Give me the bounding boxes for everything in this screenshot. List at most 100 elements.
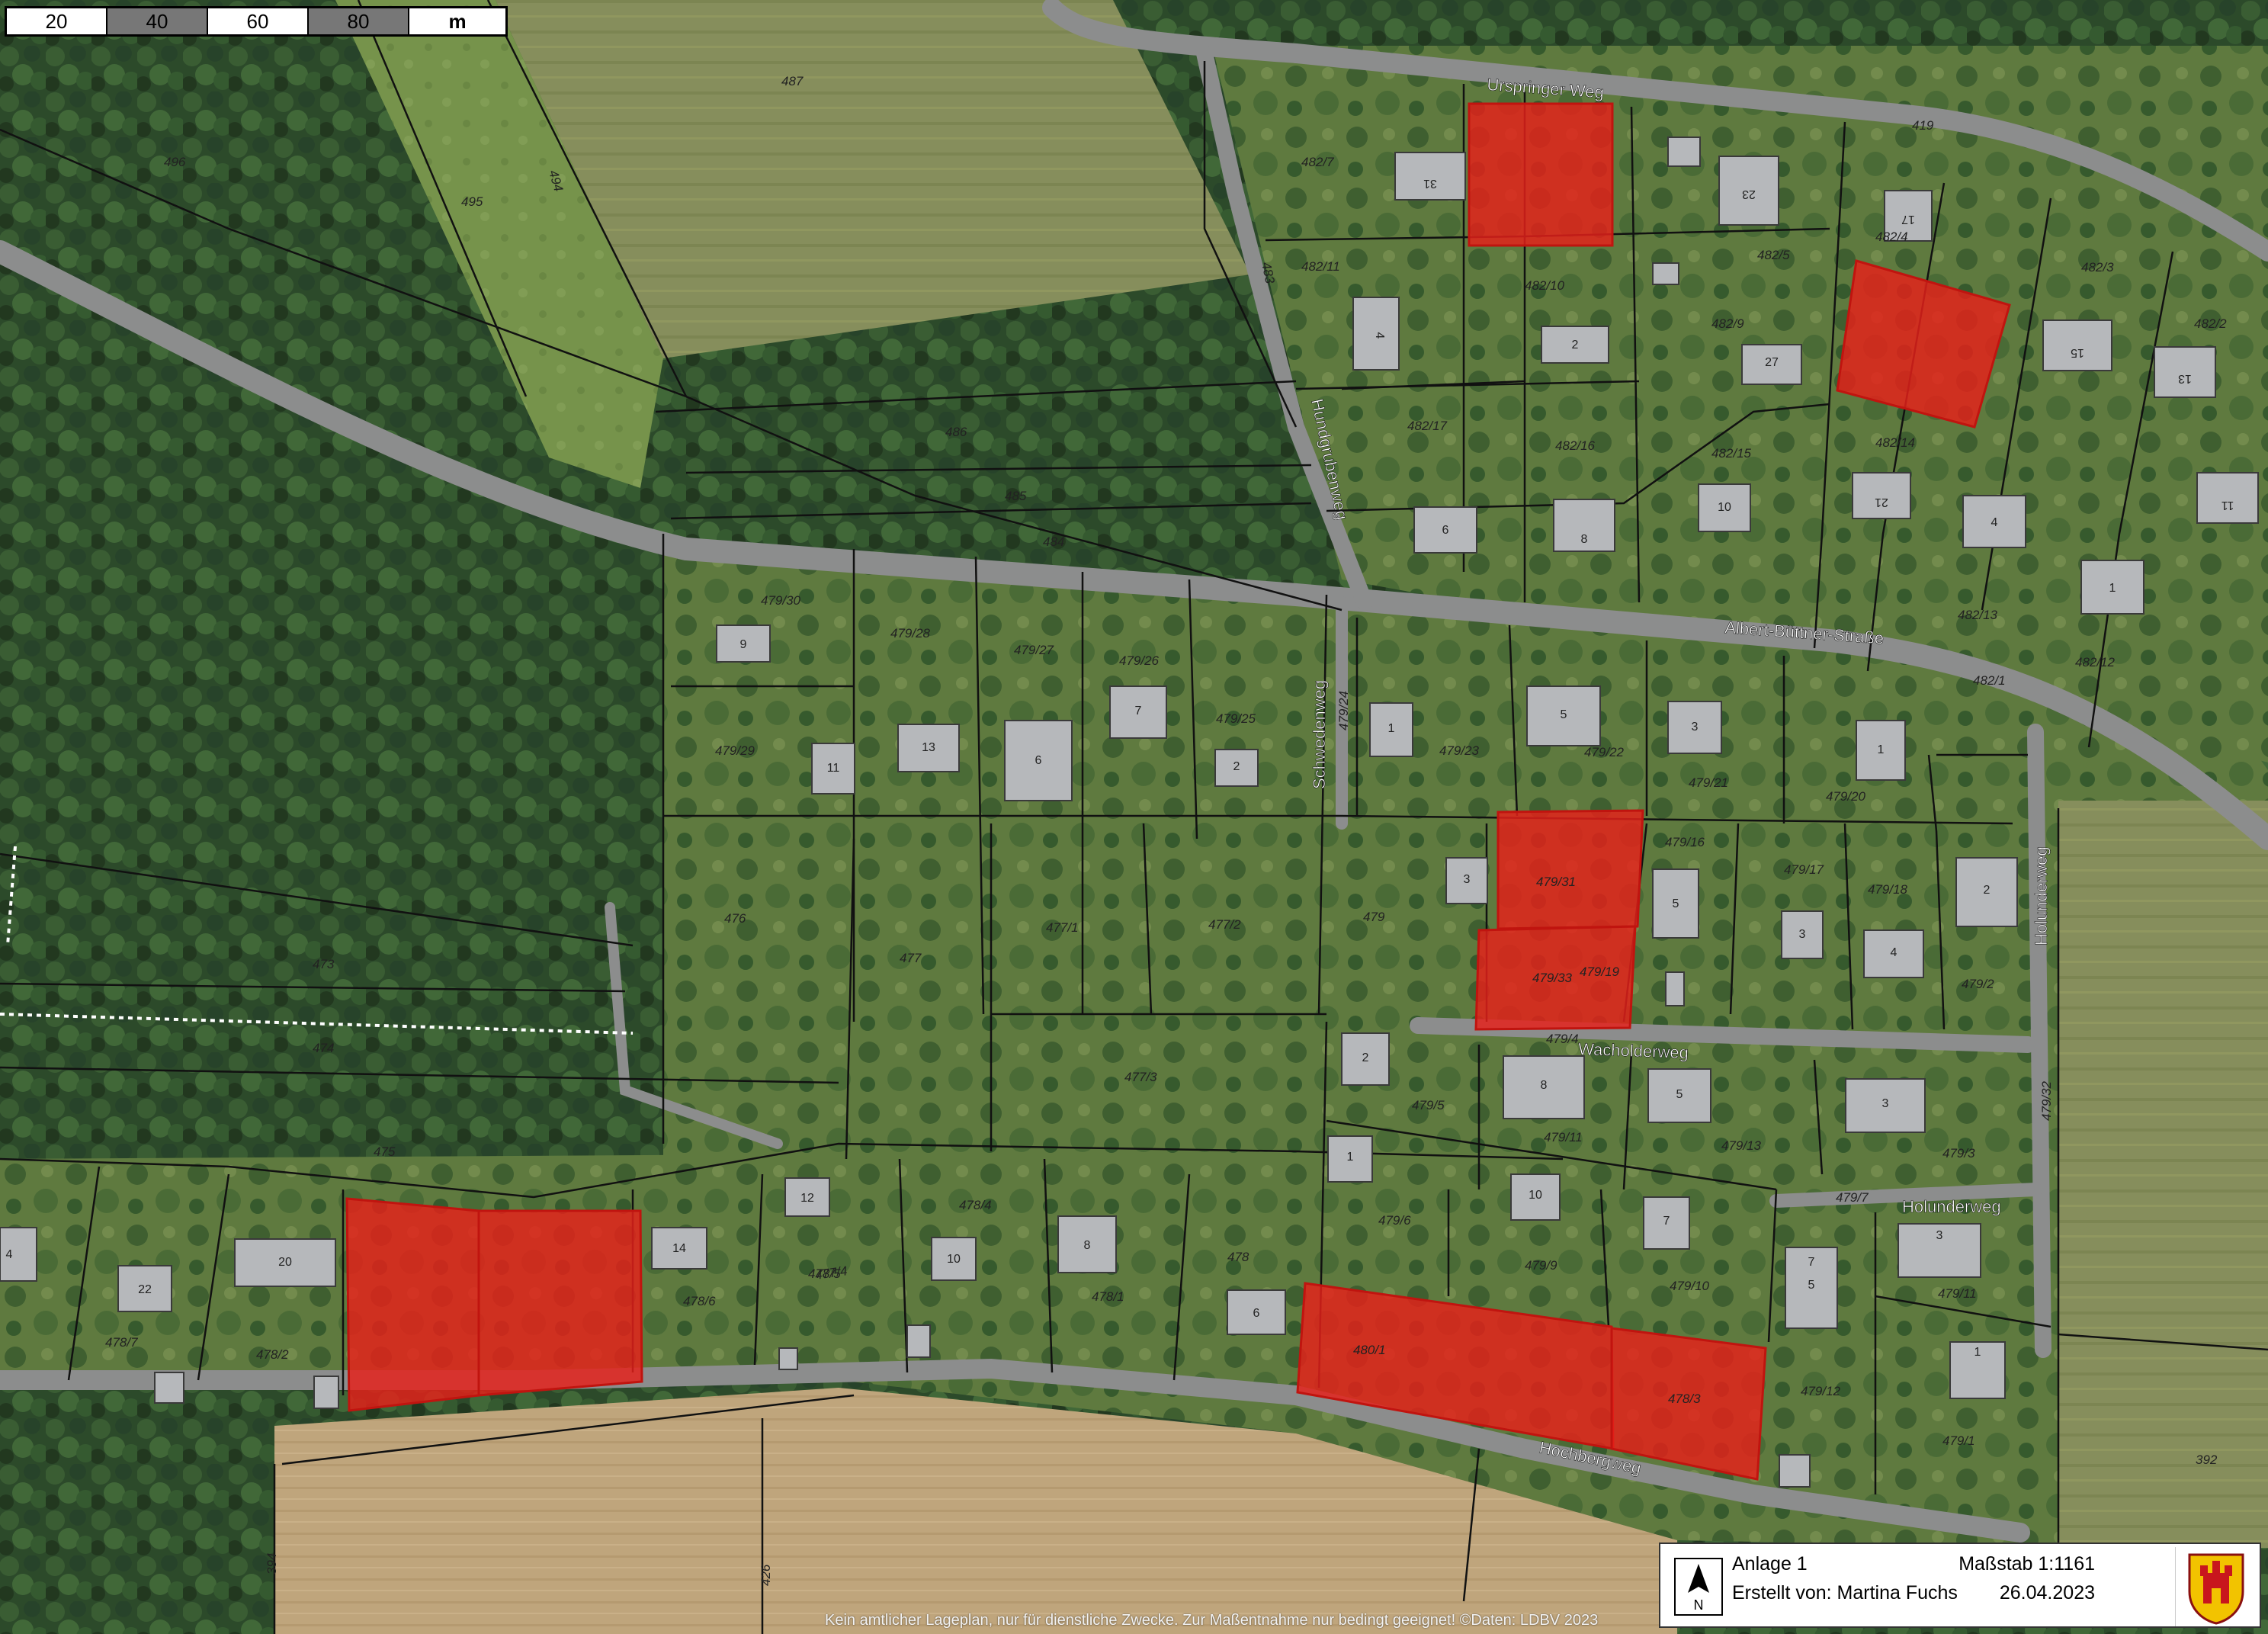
- house-number: 23: [1742, 188, 1756, 201]
- house-number: 3: [1464, 873, 1471, 886]
- scale-bar: 20 40 60 80 m: [5, 6, 508, 37]
- map-date: 26.04.2023: [1999, 1582, 2095, 1604]
- parcel-label: 479/4: [1546, 1032, 1579, 1046]
- parcel-label: 479/12: [1801, 1384, 1841, 1398]
- house-number: 6: [1442, 524, 1449, 537]
- parcel-label: 482/14: [1875, 435, 1915, 450]
- building-1-holunder: [1949, 1341, 2006, 1399]
- building-13-mid: [716, 624, 771, 663]
- house-number: 12: [800, 1192, 814, 1205]
- house-number: 8: [1541, 1079, 1548, 1092]
- house-number: 10: [1529, 1189, 1542, 1202]
- parcel-label: 477/3: [1124, 1070, 1157, 1084]
- parcel-label: 496: [164, 155, 186, 169]
- highlight-parcel-478-east: [477, 1209, 643, 1397]
- shed-7: [778, 1347, 798, 1370]
- building-8-north: [1698, 483, 1751, 532]
- parcel-label: 479/27: [1014, 643, 1054, 657]
- shed-1: [1667, 136, 1701, 167]
- house-number: 27: [1765, 356, 1779, 369]
- coat-of-arms-icon: [2175, 1547, 2257, 1626]
- building-5-wach: [1503, 1055, 1585, 1119]
- house-number: 7: [1663, 1215, 1670, 1228]
- parcel-label: 479/28: [890, 626, 931, 640]
- house-number: 6: [1253, 1307, 1260, 1320]
- parcel-label: 479/2: [1962, 977, 1994, 991]
- parcel-label: 478/1: [1092, 1289, 1124, 1304]
- house-number: 14: [672, 1242, 686, 1255]
- house-number: 6: [1035, 754, 1042, 767]
- parcel-label: 479/9: [1525, 1258, 1557, 1273]
- road-lane-west: [605, 902, 783, 1149]
- house-number: 11: [2221, 499, 2234, 512]
- parcel-label: 482/1: [1973, 673, 2006, 688]
- parcel-label: 484: [1043, 535, 1064, 549]
- building-11: [2196, 472, 2259, 524]
- house-number: 11: [827, 762, 840, 775]
- highlight-parcel-478-west: [345, 1197, 480, 1412]
- house-number: 1: [1974, 1346, 1981, 1359]
- parcel-label: 485: [1005, 489, 1027, 503]
- meadow-strip: [335, 0, 663, 488]
- building-13: [2154, 346, 2216, 398]
- house-number: 7: [1808, 1256, 1815, 1269]
- parcel-label: 479/11: [1938, 1286, 1977, 1301]
- parcel-label: 479/6: [1378, 1213, 1411, 1228]
- parcel-label: 426: [759, 1564, 773, 1586]
- building-1-mid: [1369, 702, 1413, 757]
- building-3-wach: [1647, 1068, 1711, 1123]
- parcel-label: 482/7: [1301, 155, 1334, 169]
- house-number: 3: [1936, 1229, 1943, 1242]
- road-hundgrubenweg: [1196, 45, 1373, 611]
- road-urspringer-weg: [1042, 0, 2268, 262]
- house-number: 7: [1135, 705, 1142, 717]
- parcel-label: 486: [945, 425, 967, 439]
- house-number: 3: [1692, 721, 1699, 734]
- building-6-south: [1652, 868, 1699, 939]
- parcel-label: 478/2: [256, 1347, 289, 1362]
- scale-segment: 20: [7, 8, 107, 34]
- house-number: 5: [1673, 897, 1679, 910]
- house-number: 4: [6, 1248, 13, 1261]
- parcel-label: 479/29: [715, 743, 755, 758]
- parcel-label: 482/11: [1301, 259, 1340, 274]
- map-title: Anlage 1: [1732, 1553, 1808, 1575]
- shed-8: [1665, 971, 1685, 1006]
- building-7-south: [1643, 1196, 1690, 1250]
- building-27: [1541, 326, 1609, 364]
- parcel-label: 479/13: [1721, 1138, 1762, 1153]
- building-21: [1741, 344, 1802, 385]
- parcel-labels: 487 496 495 494 486 485 484 483 419 482/…: [105, 74, 2227, 1586]
- building-4-north: [1352, 297, 1400, 371]
- building-22: [117, 1265, 172, 1312]
- house-number: 15: [2071, 346, 2084, 359]
- house-number: 1: [1878, 743, 1885, 756]
- parcel-label: 479/17: [1784, 862, 1824, 877]
- parcel-label: 480/1: [1353, 1343, 1386, 1357]
- building-4-east: [1962, 495, 2026, 548]
- house-number: 1: [2109, 582, 2116, 595]
- building-2-east: [2080, 560, 2144, 615]
- roads: [0, 0, 2268, 1543]
- road-albert-buettner-strasse: [0, 240, 2268, 850]
- shed-3: [154, 1372, 184, 1404]
- meadow-north: [496, 0, 1250, 358]
- building-1-east: [1856, 720, 1906, 781]
- scale-segment: 60: [208, 8, 309, 34]
- building-8-wach: [1341, 1032, 1390, 1086]
- parcel-label: 482/17: [1407, 419, 1448, 433]
- map-author: Erstellt von: Martina Fuchs: [1732, 1582, 1958, 1604]
- parcel-label: 479: [1363, 910, 1385, 924]
- house-number: 3: [1882, 1097, 1889, 1110]
- house-number: 20: [278, 1256, 292, 1269]
- parcel-label: 419: [1912, 118, 1934, 133]
- house-number: 5: [1561, 708, 1567, 721]
- building-17: [1884, 190, 1933, 242]
- house-number: 8: [1084, 1239, 1091, 1252]
- shed-2: [1652, 262, 1679, 285]
- parcel-label: 476: [724, 911, 746, 926]
- street-label-holunderweg-v: Holunderweg: [2032, 846, 2051, 945]
- street-label-schwedenweg: Schwedenweg: [1310, 680, 1329, 789]
- parcel-label: 482/3: [2081, 260, 2114, 274]
